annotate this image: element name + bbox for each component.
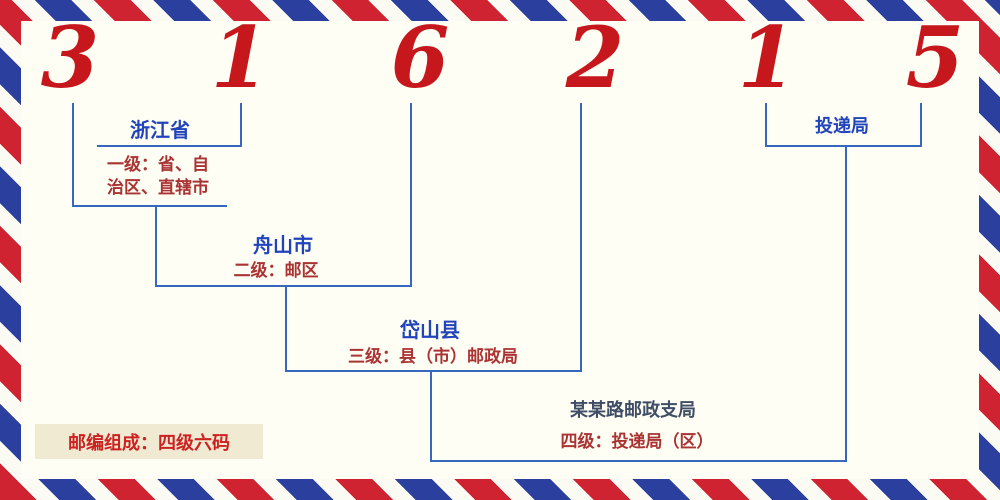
connector-level1-top-horizontal — [97, 145, 242, 147]
composition-note-text: 邮编组成：四级六码 — [68, 432, 230, 454]
postal-digit-5: 1 — [737, 8, 797, 107]
level1-desc-line2: 治区、直辖市 — [107, 178, 209, 198]
connector-level2-left-vertical — [155, 205, 157, 285]
connector-level4-right-vertical — [845, 145, 847, 460]
connector-level3-horizontal — [285, 370, 582, 372]
connector-level3-left-vertical — [285, 285, 287, 370]
diagram-background — [21, 21, 979, 479]
connector-level1-left-vertical — [72, 103, 74, 205]
level4-place-name: 某某路邮政支局 — [570, 400, 696, 421]
composition-note-badge: 邮编组成：四级六码 — [35, 424, 263, 459]
postal-digit-6: 5 — [905, 8, 965, 107]
level1-place-name: 浙江省 — [130, 118, 190, 142]
postal-digit-4: 2 — [565, 8, 625, 107]
postal-digit-1: 3 — [40, 8, 100, 107]
level3-desc: 三级：县（市）邮政局 — [348, 347, 518, 367]
postal-digit-3: 6 — [390, 8, 450, 107]
connector-level1-bottom-horizontal — [72, 205, 227, 207]
connector-level3-right-vertical — [580, 103, 582, 370]
level1-desc-line1: 一级：省、自 — [107, 155, 209, 175]
delivery-office-label: 投递局 — [815, 116, 869, 137]
connector-level2-horizontal — [155, 285, 412, 287]
level2-place-name: 舟山市 — [253, 233, 313, 257]
connector-delivery-left-vertical — [765, 103, 767, 145]
level4-desc: 四级：投递局（区） — [560, 432, 714, 452]
level2-desc: 二级：邮区 — [233, 261, 319, 281]
connector-level4-horizontal — [430, 460, 847, 462]
connector-delivery-horizontal — [765, 145, 922, 147]
postal-digit-2: 1 — [210, 8, 270, 107]
connector-delivery-right-vertical — [920, 103, 922, 145]
connector-level2-right-vertical — [410, 103, 412, 285]
level3-place-name: 岱山县 — [400, 318, 460, 342]
connector-level1-right-vertical — [240, 103, 242, 145]
connector-level4-left-vertical — [430, 370, 432, 460]
